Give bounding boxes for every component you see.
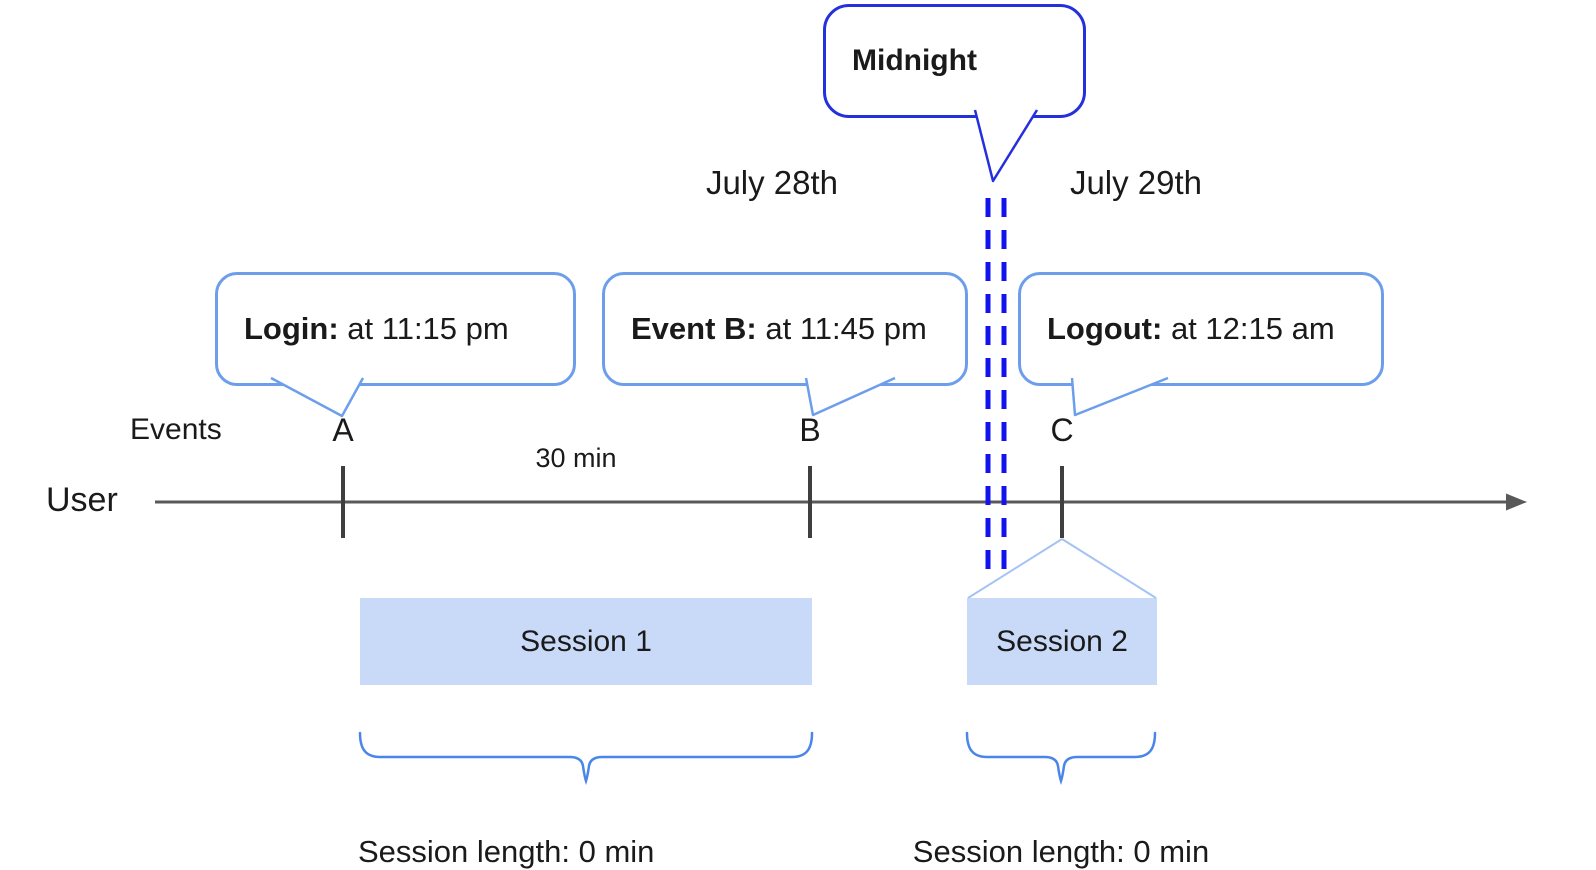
logout-label: Logout: at 12:15 am	[1047, 311, 1335, 346]
event-b-callout: Event B: at 11:45 pm	[602, 272, 968, 386]
date-july-28: July 28th	[705, 164, 839, 201]
midnight-callout-tail	[973, 109, 1039, 183]
session-2-length-label: Session length: 0 min	[912, 834, 1210, 869]
midnight-label: Midnight	[852, 44, 977, 77]
event-b-label: Event B: at 11:45 pm	[631, 311, 927, 346]
session-1-length-label: Session length: 0 min	[358, 834, 655, 869]
session-2-box: Session 2	[967, 598, 1157, 685]
session-1-label: Session 1	[520, 624, 652, 658]
interval-30min-label: 30 min	[535, 443, 617, 473]
session-2-brace	[965, 731, 1157, 785]
session-2-label: Session 2	[996, 624, 1128, 658]
login-callout: Login: at 11:15 pm	[215, 272, 576, 386]
login-label: Login: at 11:15 pm	[244, 311, 509, 346]
session-2-funnel-left	[967, 538, 1063, 599]
logout-callout: Logout: at 12:15 am	[1018, 272, 1384, 386]
event-mark-b: B	[799, 412, 821, 448]
events-axis-label: Events	[130, 413, 222, 446]
user-axis-label: User	[46, 481, 118, 519]
session-2-funnel-right	[1061, 538, 1157, 599]
date-july-29: July 29th	[1069, 164, 1203, 201]
event-mark-a: A	[332, 412, 354, 448]
timeline-arrowhead-icon	[1506, 493, 1527, 511]
session-1-brace	[358, 731, 814, 785]
event-mark-c: C	[1050, 412, 1074, 448]
midnight-callout: Midnight	[823, 4, 1086, 118]
session-1-box: Session 1	[360, 598, 812, 685]
